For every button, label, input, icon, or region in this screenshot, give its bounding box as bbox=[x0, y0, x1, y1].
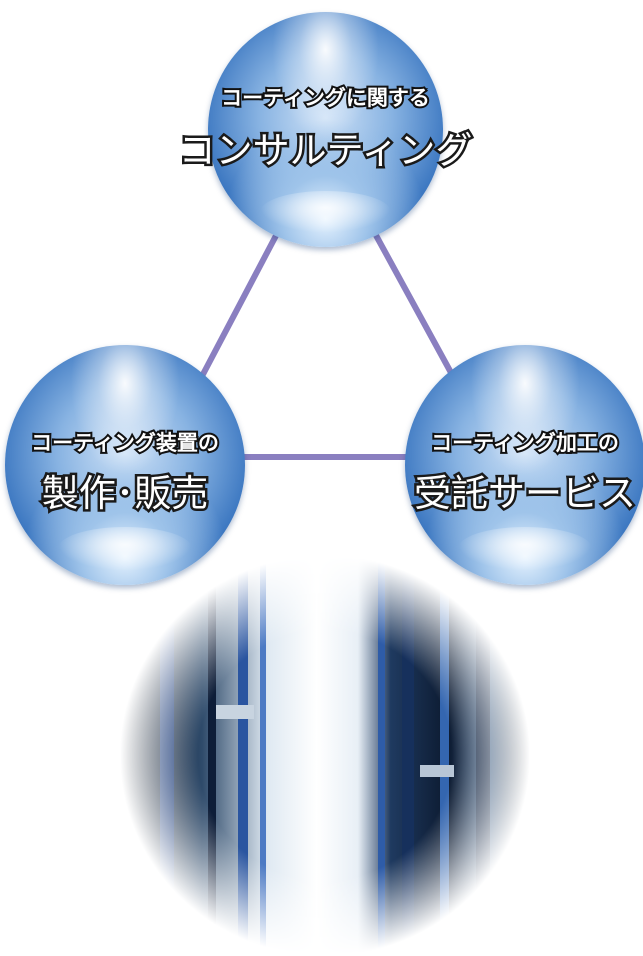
photo-rod bbox=[378, 555, 385, 956]
photo-rod bbox=[160, 555, 174, 956]
photo-bracket bbox=[216, 705, 254, 719]
edge-consulting-processing bbox=[369, 226, 458, 382]
node-equipment: コーティング装置の 製作･販売 bbox=[5, 345, 245, 585]
edge-consulting-equipment bbox=[197, 226, 283, 382]
node-label-top: コーティング加工の bbox=[429, 429, 621, 457]
photo-rod bbox=[402, 555, 414, 956]
equipment-photo bbox=[120, 555, 530, 956]
node-consulting: コーティングに関する コンサルティング bbox=[176, 12, 475, 247]
photo-rod bbox=[440, 555, 449, 956]
node-processing: コーティング加工の 受託サービス bbox=[405, 345, 643, 585]
node-label-main: 製作･販売 bbox=[39, 470, 210, 518]
node-label-main: 受託サービス bbox=[412, 470, 639, 518]
node-label-main: コンサルティング bbox=[176, 127, 475, 175]
node-label-top: コーティング装置の bbox=[29, 429, 221, 457]
photo-rod bbox=[238, 555, 248, 956]
photo-rod bbox=[208, 555, 216, 956]
photo-bracket bbox=[420, 765, 454, 777]
photo-rod bbox=[260, 555, 266, 956]
photo-rod bbox=[476, 555, 490, 956]
photo-background bbox=[120, 555, 530, 956]
node-label-top: コーティングに関する bbox=[219, 84, 432, 112]
